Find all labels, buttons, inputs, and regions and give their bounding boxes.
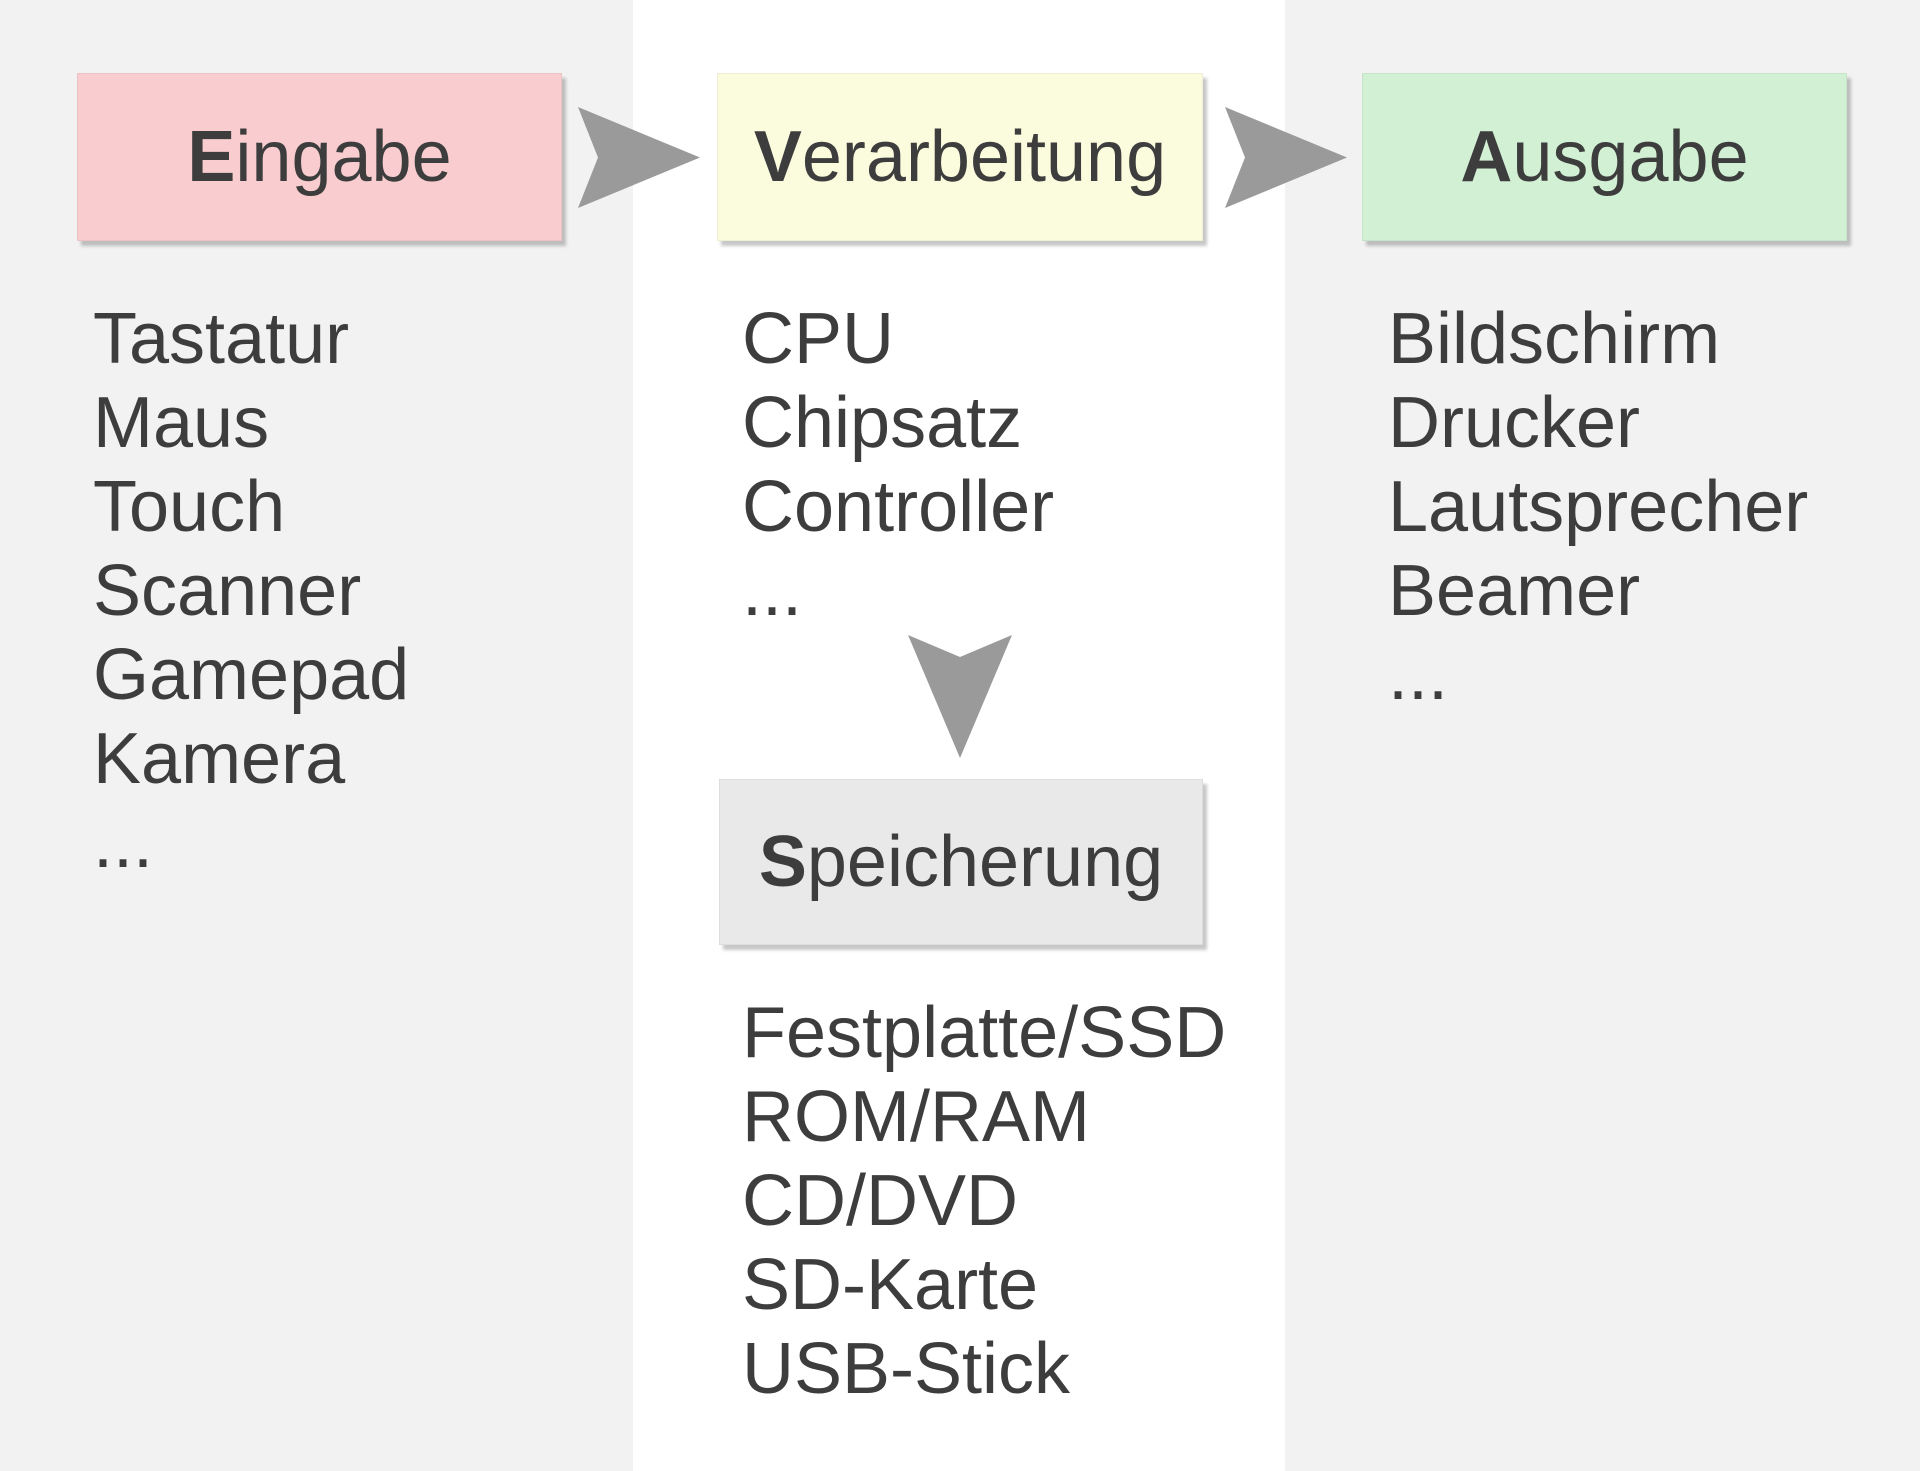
stage-label-processing: Verarbeitung [754, 115, 1166, 199]
list-item: Lautsprecher [1388, 467, 1809, 547]
storage-media-list: Festplatte/SSD ROM/RAM CD/DVD SD-Karte U… [742, 991, 1226, 1411]
stage-label-storage-initial: S [758, 822, 807, 902]
list-item: ... [742, 551, 803, 631]
stage-label-input-initial: E [187, 117, 236, 197]
list-item: Maus [93, 383, 270, 463]
stage-label-output: Ausgabe [1460, 115, 1748, 199]
stage-label-storage-rest: peicherung [806, 822, 1164, 902]
list-item: ... [1388, 635, 1449, 715]
stage-label-output-rest: usgabe [1512, 117, 1749, 197]
stage-box-storage: Speicherung [719, 779, 1203, 945]
stage-label-input-rest: ingabe [235, 117, 452, 197]
list-item: Touch [93, 467, 286, 547]
stage-label-input: Eingabe [187, 115, 451, 199]
stage-label-output-initial: A [1460, 117, 1513, 197]
list-item: Scanner [93, 551, 362, 631]
arrow-right-processing-to-output-icon [1225, 107, 1347, 208]
arrow-down-processing-to-storage-icon [908, 635, 1012, 758]
list-item: ROM/RAM [742, 1077, 1090, 1157]
arrow-right-input-to-processing-icon [578, 107, 700, 208]
list-item: Controller [742, 467, 1055, 547]
list-item: Chipsatz [742, 383, 1023, 463]
stage-label-processing-rest: erarbeitung [801, 117, 1167, 197]
list-item: Bildschirm [1388, 299, 1721, 379]
stage-label-processing-initial: V [753, 117, 802, 197]
list-item: CPU [742, 299, 895, 379]
list-item: Drucker [1388, 383, 1641, 463]
list-item: SD-Karte [742, 1245, 1039, 1325]
stage-box-input: Eingabe [77, 73, 562, 241]
processing-component-list: CPU Chipsatz Controller ... [742, 297, 1054, 633]
input-device-list: Tastatur Maus Touch Scanner Gamepad Kame… [93, 297, 409, 885]
list-item: CD/DVD [742, 1161, 1019, 1241]
list-item: USB-Stick [742, 1329, 1071, 1409]
stage-label-storage: Speicherung [759, 820, 1163, 904]
list-item: Kamera [93, 719, 346, 799]
list-item: Festplatte/SSD [742, 993, 1227, 1073]
list-item: Gamepad [93, 635, 410, 715]
stage-box-output: Ausgabe [1362, 73, 1847, 241]
output-device-list: Bildschirm Drucker Lautsprecher Beamer .… [1388, 297, 1808, 717]
stage-box-processing: Verarbeitung [717, 73, 1203, 241]
list-item: Beamer [1388, 551, 1641, 631]
list-item: Tastatur [93, 299, 350, 379]
list-item: ... [93, 803, 154, 883]
